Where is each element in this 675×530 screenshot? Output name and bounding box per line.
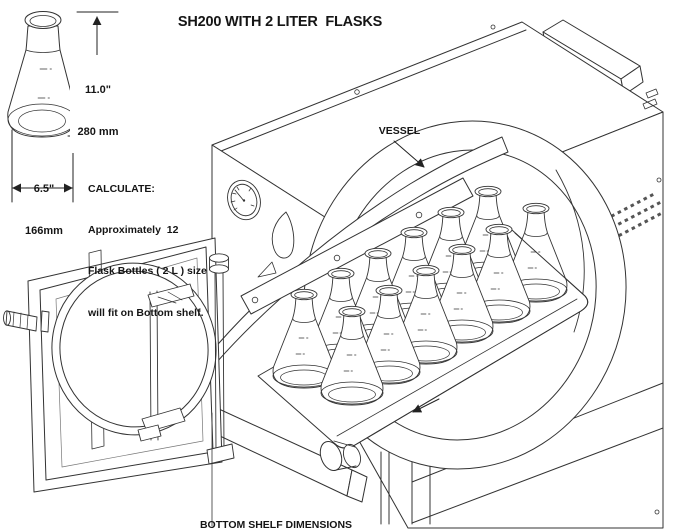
vessel-arrow [393, 140, 425, 168]
pressure-gauge-icon [227, 179, 261, 221]
autoclave-door [3, 237, 235, 493]
width-inches: 6.5" [33, 183, 55, 195]
door-roller-icon [319, 440, 362, 472]
support-beam [202, 403, 368, 503]
calculate-note: CALCULATE: Approximately 12 Flask Bottle… [88, 155, 238, 334]
vessel-label: VESSEL [378, 125, 421, 137]
height-dimension-label: 11.0" 280 mm [70, 55, 126, 153]
vessel-interior-arc [555, 169, 585, 333]
tray-front-rail [333, 232, 589, 449]
shelf-back-rail [240, 177, 474, 315]
note-line: Flask Bottles ( 2 L ) size [88, 265, 207, 278]
note-line: Approximately 12 [88, 223, 179, 236]
door-hinge-hardware [137, 283, 195, 442]
door-handle-icon [3, 310, 50, 333]
note-line: will fit on Bottom shelf. [88, 306, 204, 319]
width-dimension-label: 6.5" 166mm [14, 154, 74, 252]
width-mm: 166mm [25, 225, 63, 237]
hinge-pin [206, 253, 235, 465]
screw-icons [354, 24, 662, 515]
bottom-shelf-heading: BOTTOM SHELF DIMENSIONS [199, 519, 353, 530]
panel-cutout [271, 211, 295, 259]
reference-flask-figure [7, 11, 77, 138]
diagram-title: SH200 WITH 2 LITER FLASKS [177, 14, 383, 30]
slide-arrow [412, 398, 440, 413]
vent-slots-icon [642, 88, 659, 110]
note-line: CALCULATE: [88, 182, 155, 195]
height-mm: 280 mm [77, 126, 119, 138]
height-inches: 11.0" [84, 84, 112, 96]
bottom-shelf-label: BOTTOM SHELF DIMENSIONS 14.8"W x 40.2"D [195, 488, 357, 530]
